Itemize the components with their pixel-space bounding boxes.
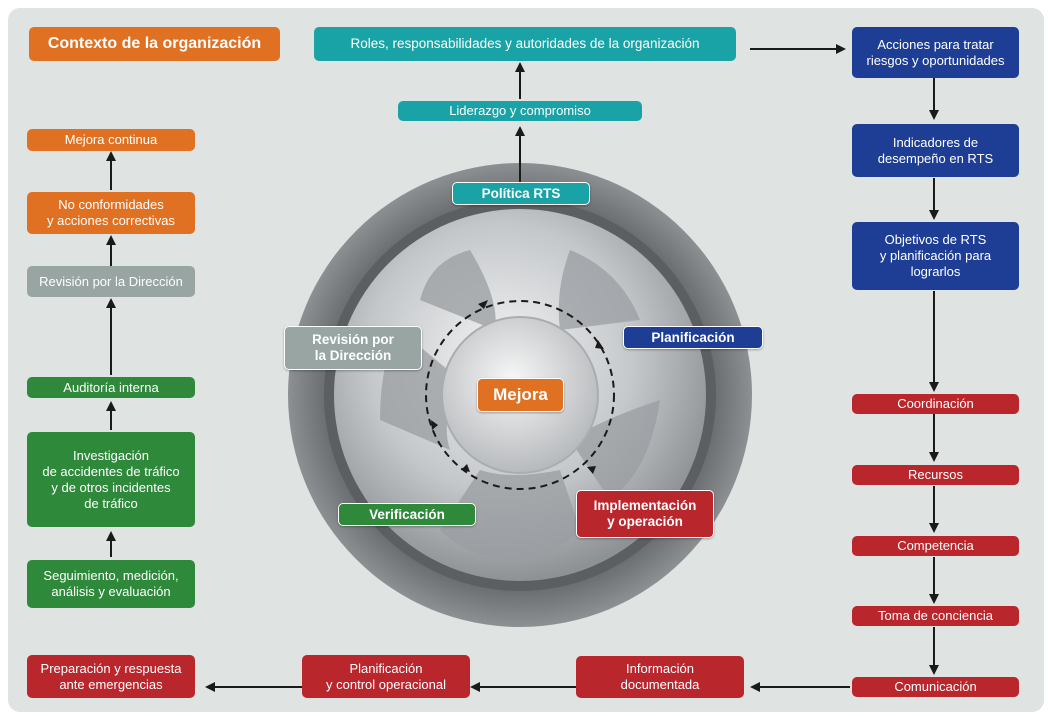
no-conformidades-box: No conformidades y acciones correctivas xyxy=(27,192,195,234)
indicadores-box: Indicadores de desempeño en RTS xyxy=(852,124,1019,177)
politica-rts-label: Política RTS xyxy=(452,182,590,205)
recursos-box: Recursos xyxy=(852,465,1019,485)
comunicacion-box: Comunicación xyxy=(852,677,1019,697)
coordinacion-box: Coordinación xyxy=(852,394,1019,414)
flow-arrows xyxy=(106,44,939,692)
acciones-box: Acciones para tratar riesgos y oportunid… xyxy=(852,27,1019,78)
mejora-hub-label: Mejora xyxy=(477,378,564,412)
liderazgo-box: Liderazgo y compromiso xyxy=(398,101,642,121)
objetivos-box: Objetivos de RTS y planificación para lo… xyxy=(852,222,1019,290)
planificacion-control-box: Planificación y control operacional xyxy=(302,655,470,698)
seguimiento-box: Seguimiento, medición, análisis y evalua… xyxy=(27,560,195,608)
competencia-box: Competencia xyxy=(852,536,1019,556)
auditoria-box: Auditoría interna xyxy=(27,377,195,398)
investigacion-box: Investigación de accidentes de tráfico y… xyxy=(27,432,195,527)
mejora-continua-box: Mejora continua xyxy=(27,129,195,151)
revision-wheel-label: Revisión por la Dirección xyxy=(284,326,422,370)
toma-conciencia-box: Toma de conciencia xyxy=(852,606,1019,626)
verificacion-label: Verificación xyxy=(338,503,476,526)
improvement-cycle xyxy=(425,300,615,490)
revision-direccion-box: Revisión por la Dirección xyxy=(27,266,195,297)
preparacion-box: Preparación y respuesta ante emergencias xyxy=(27,655,195,698)
cycle-arrowheads xyxy=(431,300,604,474)
implementacion-label: Implementación y operación xyxy=(576,490,714,538)
informacion-box: Información documentada xyxy=(576,656,744,698)
planificacion-label: Planificación xyxy=(623,326,763,349)
roles-box: Roles, responsabilidades y autoridades d… xyxy=(314,27,736,61)
context-title: Contexto de la organización xyxy=(29,27,280,61)
